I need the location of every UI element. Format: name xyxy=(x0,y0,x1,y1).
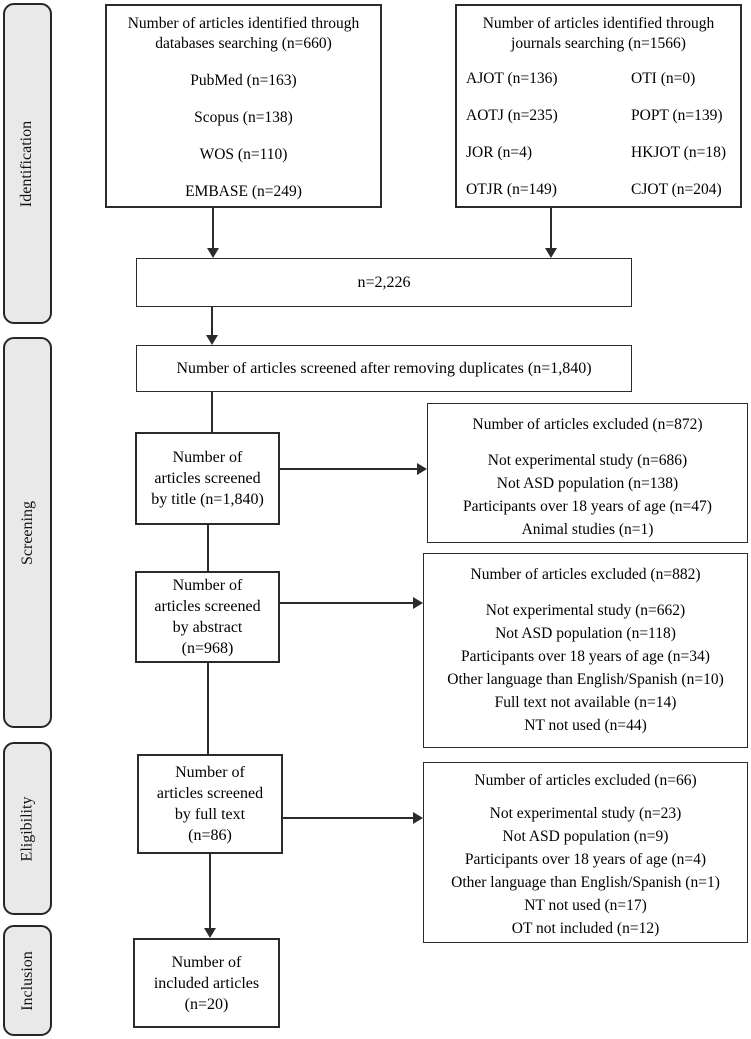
stage-band-screening: Screening xyxy=(3,337,52,728)
excluded-by-abstract-box: Number of articles excluded (n=882) Not … xyxy=(423,553,748,748)
database-item: WOS (n=110) xyxy=(199,146,288,163)
arrowhead-right-icon xyxy=(413,597,423,609)
exclusion-reason: Not experimental study (n=23) xyxy=(489,805,682,822)
exclusion-reason: Not ASD population (n=138) xyxy=(496,475,679,492)
database-item: PubMed (n=163) xyxy=(190,72,297,89)
journals-title-line1: Number of articles identified through xyxy=(482,15,715,32)
connector-abstract-to-fulltext xyxy=(207,663,209,754)
excluded-by-fulltext-box: Number of articles excluded (n=66) Not e… xyxy=(423,762,748,943)
included-line: Number of xyxy=(171,953,242,971)
journal-item: OTJR (n=149) xyxy=(466,181,557,198)
connector-title-to-abstract xyxy=(207,525,209,571)
journal-item: CJOT (n=204) xyxy=(631,181,722,198)
exclusion-reason: Animal studies (n=1) xyxy=(521,521,654,538)
databases-title-line2: databases searching (n=660) xyxy=(155,35,332,52)
journal-item: AJOT (n=136) xyxy=(466,70,558,87)
databases-title-line1: Number of articles identified through xyxy=(127,15,360,32)
arrowhead-down-icon xyxy=(207,248,219,258)
excluded-by-title-box: Number of articles excluded (n=872) Not … xyxy=(427,403,748,543)
arrowhead-down-icon xyxy=(204,928,216,938)
screened-fulltext-line: by full text xyxy=(174,806,246,823)
exclusion-reason: Other language than English/Spanish (n=1… xyxy=(447,671,724,688)
screened-abstract-line: by abstract xyxy=(172,619,243,636)
exclusion-reason: Participants over 18 years of age (n=34) xyxy=(461,648,710,665)
connector-title-to-excluded xyxy=(280,468,418,470)
connector-abstract-to-excluded xyxy=(280,602,414,604)
arrowhead-right-icon xyxy=(417,463,427,475)
journal-item: AOTJ (n=235) xyxy=(466,107,558,124)
screened-fulltext-line: articles screened xyxy=(156,785,264,802)
identified-databases-box: Number of articles identified through da… xyxy=(105,4,382,208)
screened-by-fulltext-box: Number of articles screened by full text… xyxy=(137,754,283,854)
included-articles-box: Number of included articles (n=20) xyxy=(133,938,280,1028)
exclusion-reason: NT not used (n=17) xyxy=(524,897,647,914)
journal-item: POPT (n=139) xyxy=(631,107,723,124)
exclusion-reason: Other language than English/Spanish (n=1… xyxy=(451,874,720,891)
included-line: included articles xyxy=(153,974,260,992)
screened-fulltext-line: Number of xyxy=(175,764,245,781)
stage-label-identification: Identification xyxy=(18,120,36,207)
stage-label-screening: Screening xyxy=(18,500,36,565)
excluded-title-header: Number of articles excluded (n=872) xyxy=(472,416,703,433)
screened-abstract-line: articles screened xyxy=(154,598,261,615)
connector-fulltext-to-included xyxy=(209,854,211,929)
exclusion-reason: Not experimental study (n=662) xyxy=(485,602,686,619)
exclusion-reason: Participants over 18 years of age (n=4) xyxy=(464,851,707,868)
arrowhead-right-icon xyxy=(413,812,423,824)
exclusion-reason: Not ASD population (n=118) xyxy=(495,625,676,642)
arrowhead-down-icon xyxy=(206,335,218,345)
stage-band-inclusion: Inclusion xyxy=(3,925,52,1036)
stage-band-eligibility: Eligibility xyxy=(3,742,52,915)
journals-title-line2: journals searching (n=1566) xyxy=(511,35,686,52)
exclusion-reason: Not experimental study (n=686) xyxy=(487,452,688,469)
database-item: Scopus (n=138) xyxy=(194,109,293,126)
connector-total-to-duplicates xyxy=(211,307,213,336)
screened-by-abstract-box: Number of articles screened by abstract … xyxy=(135,571,280,663)
connector-journals-to-total xyxy=(550,208,552,249)
excluded-fulltext-items: Not experimental study (n=23) Not ASD po… xyxy=(424,802,747,940)
screened-fulltext-line: (n=86) xyxy=(188,827,232,844)
exclusion-reason: Full text not available (n=14) xyxy=(494,694,677,711)
exclusion-reason: NT not used (n=44) xyxy=(524,717,647,734)
screened-abstract-line: (n=968) xyxy=(181,640,234,657)
connector-duplicates-to-title xyxy=(211,392,213,432)
arrowhead-down-icon xyxy=(545,248,557,258)
screened-by-title-box: Number of articles screened by title (n=… xyxy=(135,432,280,525)
stage-label-inclusion: Inclusion xyxy=(18,950,36,1011)
exclusion-reason: Not ASD population (n=9) xyxy=(502,828,669,845)
stage-band-identification: Identification xyxy=(3,3,52,324)
excluded-abstract-header: Number of articles excluded (n=882) xyxy=(470,566,701,583)
screened-abstract-line: Number of xyxy=(172,577,243,594)
journal-item: HKJOT (n=18) xyxy=(631,144,726,161)
excluded-abstract-items: Not experimental study (n=662) Not ASD p… xyxy=(424,599,747,737)
journal-item: OTI (n=0) xyxy=(631,70,696,87)
stage-label-eligibility: Eligibility xyxy=(18,796,36,861)
exclusion-reason: Participants over 18 years of age (n=47) xyxy=(463,498,712,515)
excluded-fulltext-header: Number of articles excluded (n=66) xyxy=(474,772,697,789)
identified-journals-box: Number of articles identified through jo… xyxy=(455,4,742,208)
included-line: (n=20) xyxy=(184,995,229,1013)
database-item: EMBASE (n=249) xyxy=(185,183,302,200)
excluded-title-items: Not experimental study (n=686) Not ASD p… xyxy=(428,449,747,541)
journals-grid: AJOT (n=136) OTI (n=0) AOTJ (n=235) POPT… xyxy=(457,69,740,200)
combined-total-text: n=2,226 xyxy=(357,273,411,291)
connector-fulltext-to-excluded xyxy=(283,817,414,819)
screened-title-line: articles screened xyxy=(154,470,261,487)
journal-item: JOR (n=4) xyxy=(466,144,533,161)
combined-total-box: n=2,226 xyxy=(136,258,632,307)
after-duplicates-box: Number of articles screened after removi… xyxy=(136,345,632,392)
connector-databases-to-total xyxy=(212,208,214,249)
screened-title-line: Number of xyxy=(172,449,243,466)
after-duplicates-text: Number of articles screened after removi… xyxy=(176,359,592,377)
exclusion-reason: OT not included (n=12) xyxy=(511,920,660,937)
screened-title-line: by title (n=1,840) xyxy=(151,491,264,508)
